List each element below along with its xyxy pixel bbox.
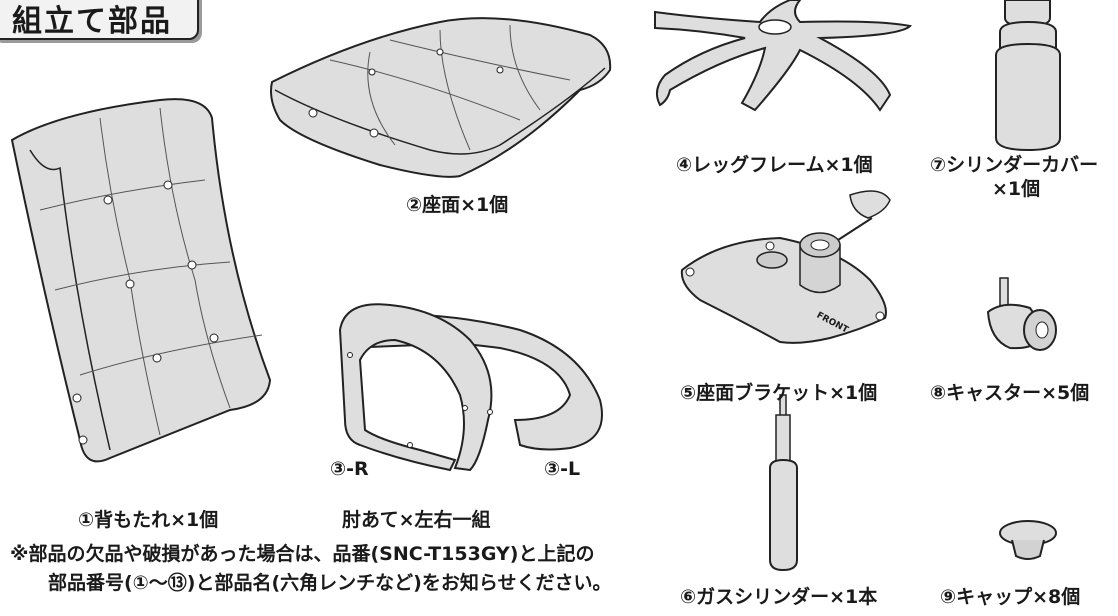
armrests-illustration	[338, 303, 603, 472]
gas-cylinder-illustration	[769, 394, 798, 572]
label-armrest-set: 肘あて×左右一組	[342, 509, 491, 531]
label-armrest-r: ③-R	[330, 458, 369, 480]
label-seat-bracket: ⑤座面ブラケット×1個	[680, 382, 878, 404]
leg-frame-illustration	[654, 0, 913, 112]
label-cylinder-cover-1: ⑦シリンダーカバー	[930, 154, 1099, 176]
label-seat: ②座面×1個	[406, 194, 509, 216]
seat-illustration	[270, 17, 612, 178]
note-line-2: 部品番号(①〜⑬)と部品名(六角レンチなど)をお知らせください。	[48, 572, 612, 594]
cylinder-cover-illustration	[995, 0, 1061, 152]
section-header-tab: 組立て部品	[0, 0, 199, 40]
label-leg-frame: ④レッグフレーム×1個	[676, 154, 873, 176]
note-line-1: ※部品の欠品や破損があった場合は、品番(SNC-T153GY)と上記の	[10, 543, 595, 565]
label-armrest-l: ③-L	[544, 458, 581, 480]
label-cap: ⑨キャップ×8個	[940, 586, 1081, 608]
label-gas-cylinder: ⑥ガスシリンダー×1本	[680, 586, 878, 608]
cap-illustration	[999, 520, 1057, 560]
backrest-illustration	[10, 98, 272, 463]
label-backrest: ①背もたれ×1個	[78, 509, 219, 531]
label-cylinder-cover-2: ×1個	[992, 178, 1041, 200]
section-title: 組立て部品	[12, 4, 172, 39]
caster-illustration	[986, 277, 1057, 351]
seat-bracket-illustration	[680, 190, 891, 344]
label-caster: ⑧キャスター×5個	[930, 382, 1090, 404]
missing-parts-note: ※部品の欠品や破損があった場合は、品番(SNC-T153GY)と上記の 部品番号…	[10, 540, 611, 598]
